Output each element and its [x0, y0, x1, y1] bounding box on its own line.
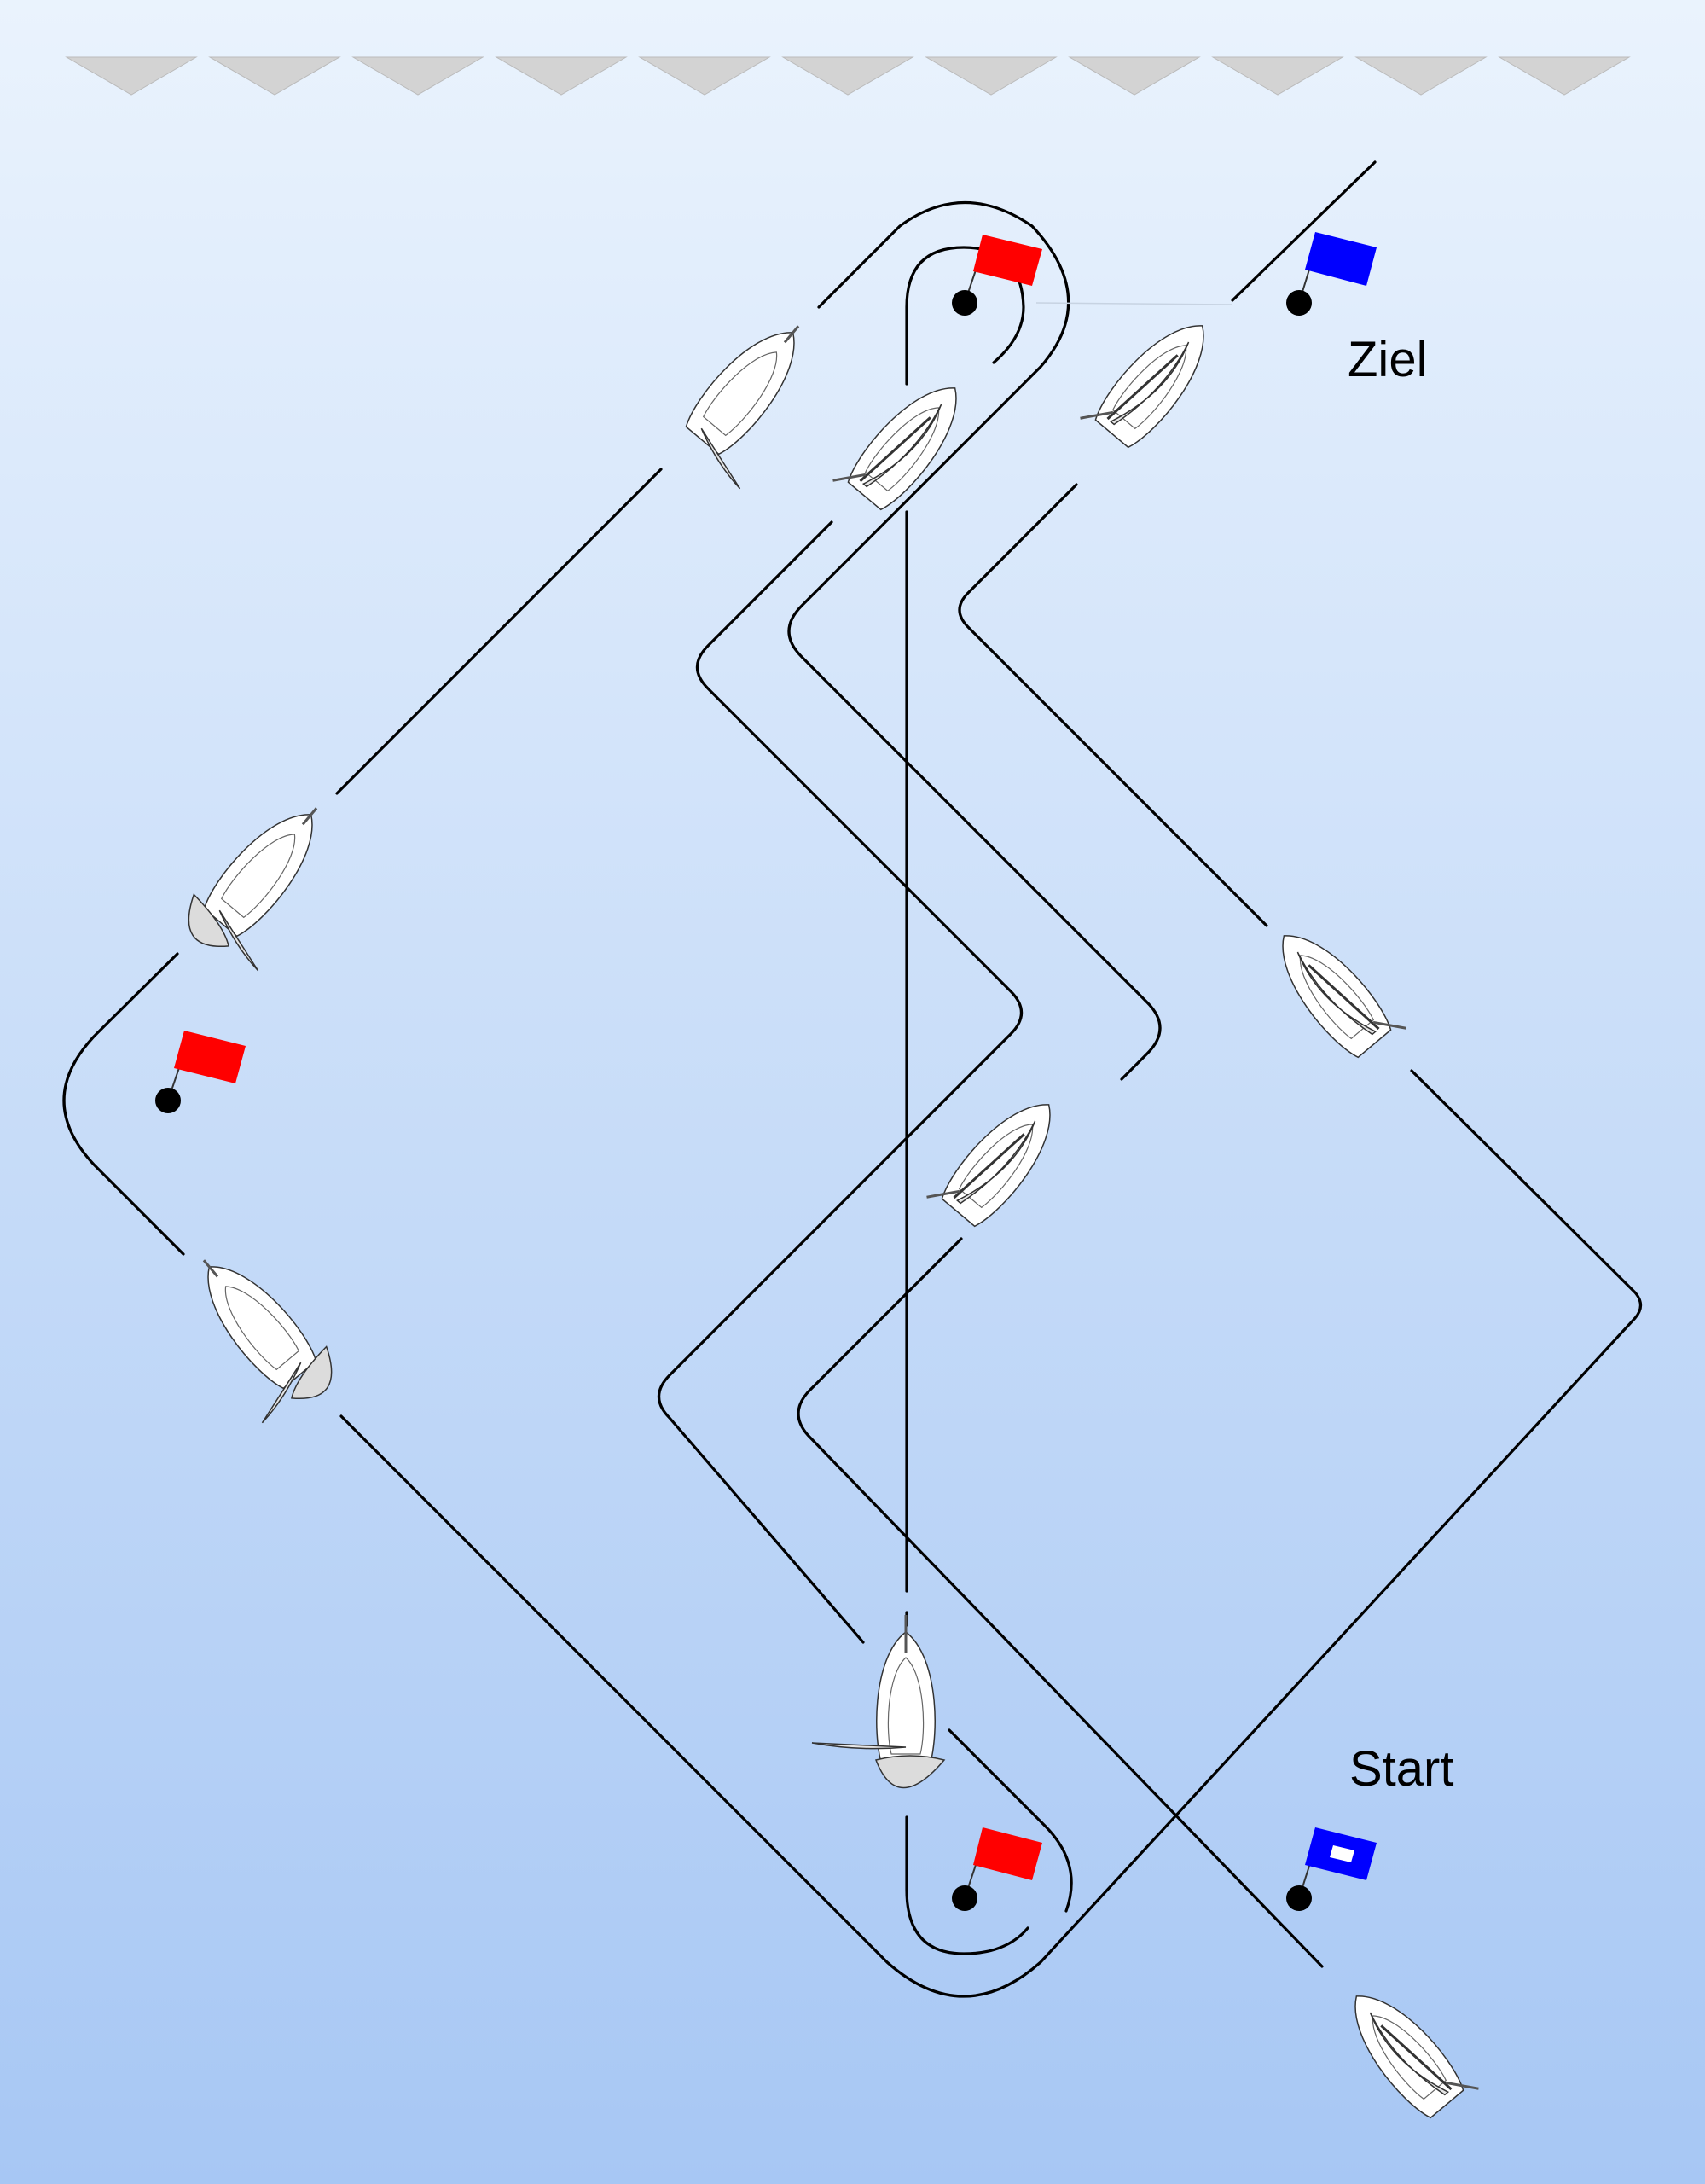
wind-triangle: [1498, 56, 1631, 96]
course-line-bottom-u: [905, 1815, 1029, 1955]
wind-triangle: [1354, 56, 1488, 96]
boat-left-lower: [186, 1247, 333, 1424]
course-line-inner-left: [657, 520, 1024, 1644]
wind-triangle: [638, 56, 771, 96]
boat-center-middle: [926, 1085, 1072, 1233]
boat-left-upper: [188, 795, 334, 972]
course-line-left-reach: [62, 952, 185, 1256]
wind-triangle: [1068, 56, 1201, 96]
wind-triangle: [781, 56, 914, 96]
course-line-outer-left-b: [958, 483, 1268, 927]
wind-triangle: [495, 56, 628, 96]
wind-triangle: [351, 56, 484, 96]
wing-mark: [155, 1031, 246, 1113]
leeward-mark: [952, 1827, 1042, 1911]
start-label: Start: [1349, 1741, 1454, 1797]
boat-top-right: [1080, 306, 1226, 454]
wind-indicator-row: [65, 56, 1631, 96]
boat-right-middle: [1261, 916, 1406, 1064]
finish-line: [1035, 302, 1233, 305]
course-line-outer-left: [339, 1069, 1643, 1998]
boat-bottom-right: [1333, 1977, 1479, 2124]
finish-label: Ziel: [1348, 332, 1428, 387]
boat-upper-left: [679, 313, 816, 490]
wind-triangle: [65, 56, 198, 96]
course-line-inner-right: [797, 1237, 1324, 1968]
boat-top-center: [832, 369, 978, 516]
course-line-left-leg: [335, 468, 663, 795]
wind-triangle: [208, 56, 341, 96]
wind-triangle: [1211, 56, 1344, 96]
windward-mark: [952, 235, 1042, 316]
start-mark: [1286, 1827, 1377, 1911]
course-line-bottom-loop: [948, 1728, 1073, 1913]
wind-triangle: [925, 56, 1058, 96]
course-line-top-left: [787, 200, 1162, 1081]
course-line-finish-leg: [1231, 160, 1377, 302]
finish-mark: [1286, 232, 1377, 316]
boat-bottom-center: [811, 1615, 946, 1789]
